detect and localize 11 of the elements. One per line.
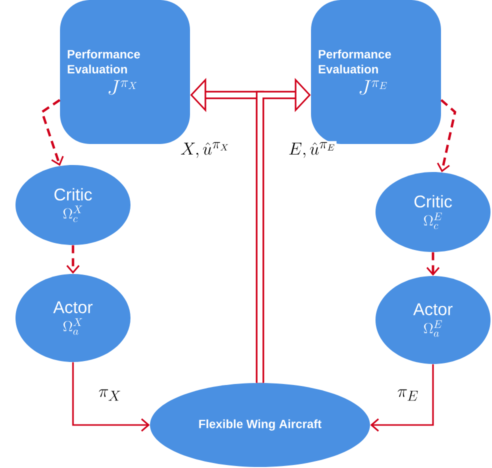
edge-label: $\pi_E$ [396, 388, 420, 402]
arrow [72, 362, 150, 432]
edge-label: $E,\hat{u}^{\pi_E}$ [287, 141, 337, 159]
arrow [426, 252, 440, 276]
arrow [436, 99, 456, 172]
evaluation-block: Performance Evaluation $J^{\pi_X}$ [60, 0, 190, 144]
arrow [66, 245, 80, 274]
arrow [40, 99, 64, 166]
edge-label: $\pi_X$ [98, 388, 122, 402]
arrow [370, 364, 434, 432]
edge-label: $X,\hat{u}^{\pi_X}$ [180, 141, 230, 159]
